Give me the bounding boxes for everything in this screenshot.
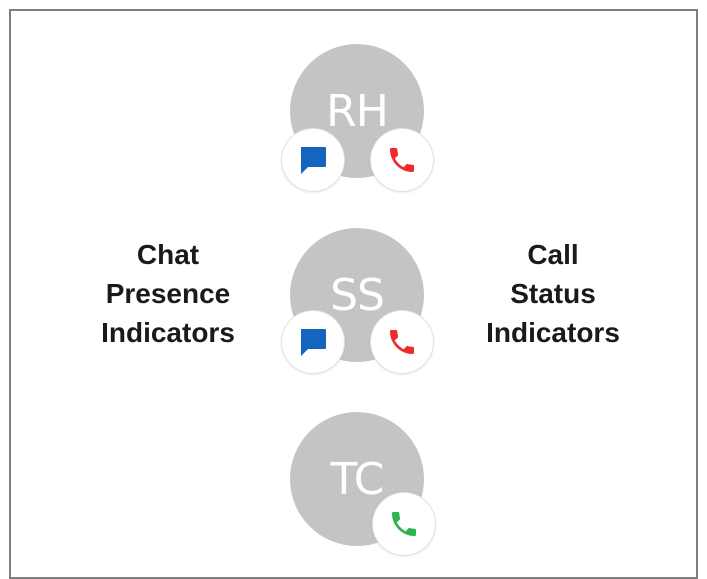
phone-icon: [390, 148, 414, 172]
call-status-badge[interactable]: [371, 129, 433, 191]
phone-icon: [392, 512, 416, 536]
call-status-badge[interactable]: [371, 311, 433, 373]
chat-presence-label: Chat Presence Indicators: [68, 235, 268, 352]
indicator-legend-panel: Chat Presence Indicators Call Status Ind…: [9, 9, 698, 579]
label-line: Indicators: [486, 317, 620, 348]
avatar-initials: RH: [326, 85, 389, 137]
avatar-initials: TC: [330, 453, 384, 505]
label-line: Call: [527, 239, 579, 270]
call-status-badge[interactable]: [373, 493, 435, 555]
label-line: Chat: [136, 239, 200, 270]
label-line: Presence: [105, 278, 231, 309]
avatar-initials: SS: [330, 269, 385, 321]
label-line: Indicators: [101, 317, 235, 348]
phone-icon: [390, 330, 414, 354]
label-line: Status: [510, 278, 596, 309]
chat-status-badge[interactable]: [282, 129, 344, 191]
chat-bubble-icon: [301, 147, 326, 174]
chat-bubble-icon: [301, 329, 326, 356]
chat-status-badge[interactable]: [282, 311, 344, 373]
call-status-label: Call Status Indicators: [453, 235, 653, 352]
